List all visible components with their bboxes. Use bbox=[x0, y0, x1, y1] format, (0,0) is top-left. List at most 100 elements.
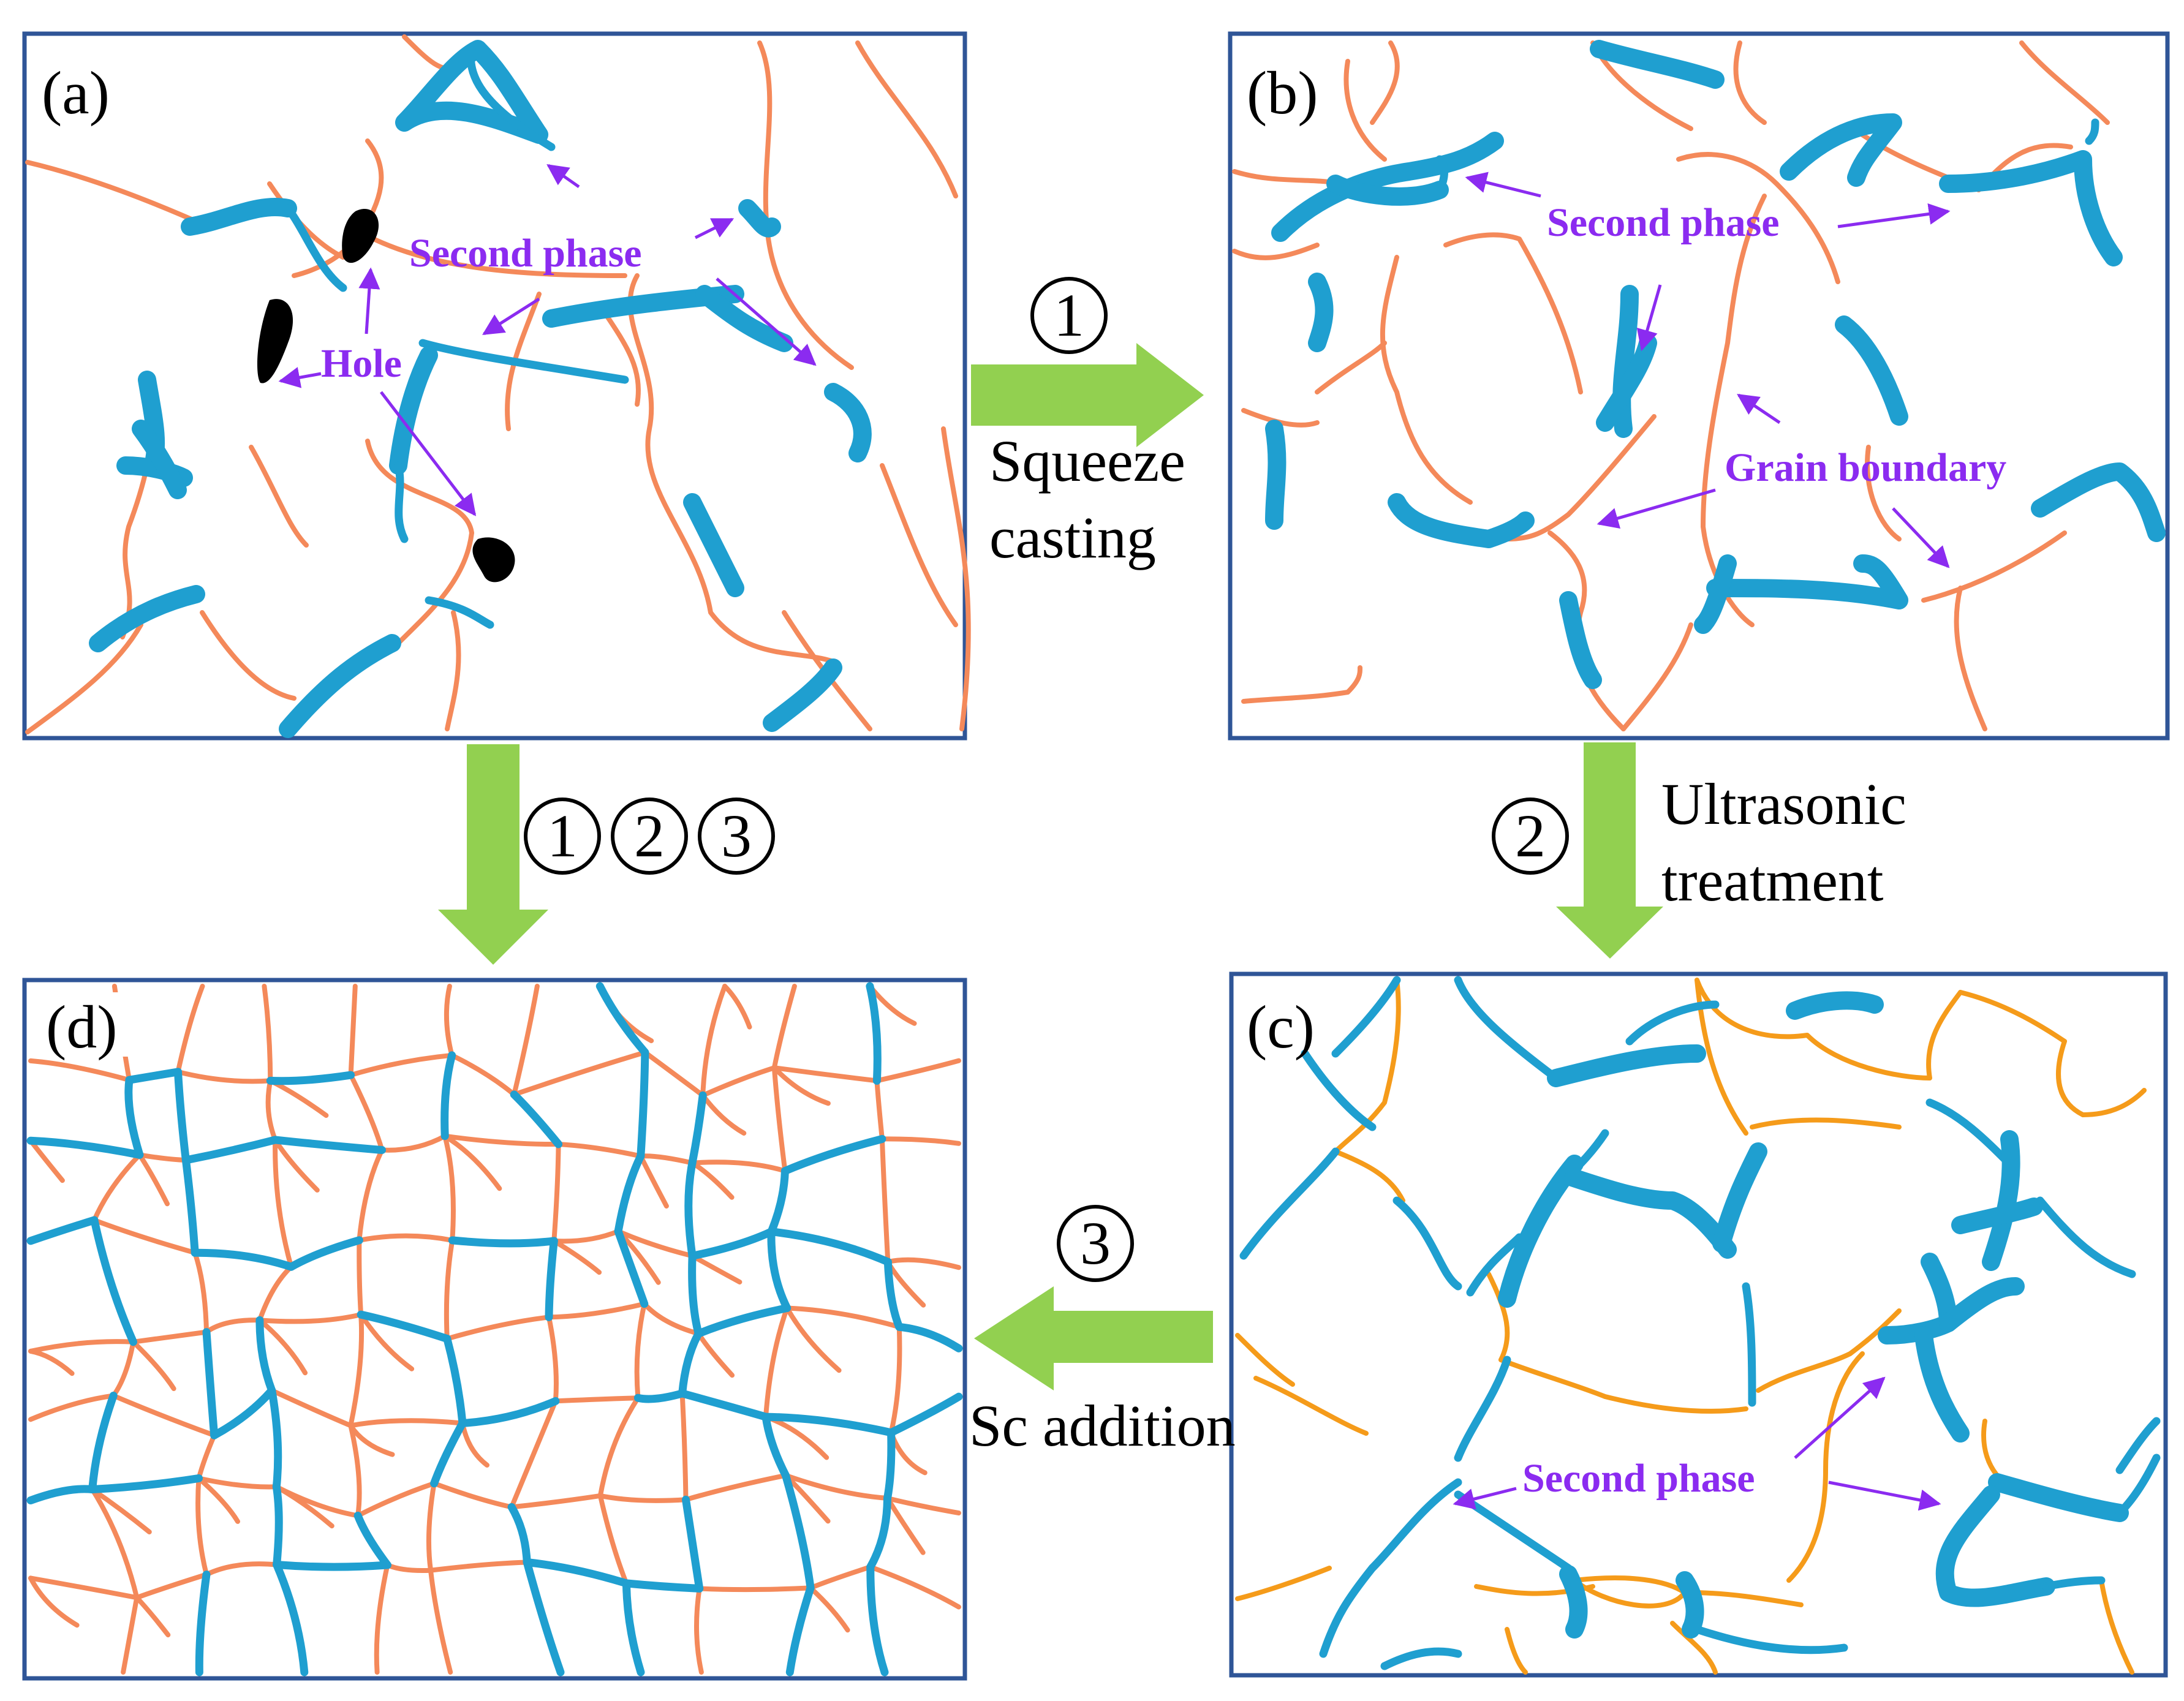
combined-step3-circle bbox=[698, 798, 775, 875]
combined-step1-circle bbox=[524, 798, 601, 875]
pointer-arrow bbox=[1837, 203, 1951, 228]
process-arrow-down bbox=[438, 744, 548, 965]
process-arrow-down bbox=[1556, 742, 1663, 959]
hole-label: Hole bbox=[321, 341, 402, 386]
second-phase-segment bbox=[688, 1251, 703, 1338]
second-phase-segment bbox=[767, 1228, 792, 1312]
second-phase-segment bbox=[353, 1511, 391, 1569]
process-arrow-right bbox=[971, 343, 1204, 447]
grain-boundary-segment bbox=[867, 1564, 961, 1610]
pointer-arrow bbox=[694, 217, 735, 239]
grain-boundary-segment bbox=[763, 1305, 790, 1420]
second-phase-label-a: Second phase bbox=[409, 231, 642, 276]
pointer-arrow bbox=[1453, 1487, 1517, 1510]
grain-boundary-segment bbox=[195, 1476, 209, 1577]
hole-blob bbox=[257, 299, 293, 383]
grain-boundary-segment bbox=[273, 1137, 294, 1270]
grain-boundary-segment bbox=[28, 1575, 80, 1628]
second-phase-segment bbox=[678, 1329, 703, 1398]
second-phase-segment bbox=[622, 1579, 704, 1593]
second-phase-segment bbox=[895, 1322, 963, 1352]
second-phase-segment bbox=[684, 1159, 697, 1260]
second-phase-segment bbox=[507, 1503, 531, 1566]
step2-label-line2: treatment bbox=[1661, 848, 1884, 913]
grain-boundary-segment bbox=[444, 1237, 455, 1341]
panel-a-annotations: Second phase Hole bbox=[278, 164, 817, 516]
hole-blob bbox=[342, 209, 379, 263]
grain-boundary-segment bbox=[358, 1312, 415, 1371]
second-phase-segment bbox=[678, 1389, 770, 1421]
grain-boundary-segment bbox=[348, 1073, 385, 1153]
grain-boundary-segment bbox=[257, 1264, 294, 1323]
step3-number: 3 bbox=[1080, 1209, 1111, 1277]
second-phase-segment bbox=[883, 1258, 904, 1331]
second-phase-segment bbox=[866, 982, 882, 1085]
second-phase-segment bbox=[682, 1495, 704, 1593]
grain-boundary-segment bbox=[556, 1142, 643, 1159]
grain-boundary-segment bbox=[426, 1480, 437, 1573]
grain-boundary-segment bbox=[634, 1301, 647, 1401]
second-phase-segment bbox=[688, 1091, 707, 1167]
second-phase-segment bbox=[125, 1068, 182, 1084]
pointer-arrow bbox=[1828, 1480, 1941, 1511]
grain-boundary-segment bbox=[683, 1473, 788, 1503]
second-phase-segment bbox=[181, 1136, 279, 1164]
grain-boundary-segment bbox=[771, 984, 797, 1071]
grain-boundary-segment bbox=[690, 1253, 742, 1284]
grain-boundary-segment bbox=[700, 984, 728, 1098]
second-phase-segment bbox=[26, 1136, 144, 1159]
panel-a-second-phase bbox=[89, 40, 872, 738]
panel-c-grain-boundaries bbox=[1235, 978, 2147, 1675]
step1-number: 1 bbox=[1054, 281, 1084, 349]
second-phase-label-c: Second phase bbox=[1522, 1456, 1755, 1501]
grain-boundary-segment bbox=[265, 1078, 278, 1142]
grain-boundary-segment bbox=[551, 1229, 621, 1244]
grain-boundary-segment bbox=[269, 1388, 353, 1428]
grain-boundary-segment bbox=[874, 1078, 885, 1142]
grain-boundary-segment bbox=[28, 1348, 75, 1376]
grain-boundary-segment bbox=[888, 1324, 902, 1435]
grain-boundary-segment bbox=[697, 1585, 814, 1593]
second-phase-segment bbox=[272, 1482, 283, 1569]
pointer-arrow bbox=[482, 297, 540, 336]
second-phase-segment bbox=[124, 1076, 144, 1159]
grain-boundary-segment bbox=[262, 984, 273, 1084]
grain-boundary-segment bbox=[700, 1065, 777, 1098]
grain-boundary-segment bbox=[130, 1329, 209, 1345]
grain-boundary-segment bbox=[808, 1585, 850, 1633]
grain-boundary-segment bbox=[509, 1398, 558, 1510]
second-phase-segment bbox=[430, 1419, 467, 1488]
grain-boundary-segment bbox=[348, 1423, 395, 1457]
grain-boundary-segment bbox=[885, 1257, 961, 1270]
panel-c-label: (c) bbox=[1247, 993, 1315, 1061]
grain-boundary-segment bbox=[137, 1152, 170, 1207]
second-phase-segment bbox=[26, 1216, 99, 1245]
grain-boundary-segment bbox=[89, 1487, 152, 1534]
grain-boundary-segment bbox=[444, 1314, 551, 1341]
grain-boundary-segment bbox=[885, 1495, 961, 1516]
second-phase-segment bbox=[614, 1227, 649, 1308]
grain-boundary-segment bbox=[679, 1390, 689, 1503]
grain-boundary-segment bbox=[771, 1065, 788, 1174]
grain-boundary-segment bbox=[357, 1147, 385, 1243]
grain-boundary-segment bbox=[273, 1137, 320, 1193]
second-phase-segment bbox=[785, 1583, 815, 1676]
grain-boundary-segment bbox=[111, 1339, 136, 1398]
grain-boundary-segment bbox=[442, 1133, 456, 1243]
second-phase-segment bbox=[523, 1558, 630, 1588]
grain-boundary-segment bbox=[808, 1564, 873, 1591]
second-phase-segment bbox=[595, 982, 649, 1057]
second-phase-segment bbox=[90, 1216, 137, 1346]
grain-boundary-segment bbox=[192, 1250, 209, 1335]
pointer-arrow bbox=[1596, 488, 1716, 529]
pointer-arrow bbox=[380, 391, 477, 516]
grain-boundary-segment bbox=[694, 1586, 704, 1675]
combined-step2-number: 2 bbox=[634, 802, 665, 870]
second-phase-segment bbox=[866, 1494, 891, 1571]
second-phase-segment bbox=[545, 1237, 558, 1321]
grain-boundary-segment bbox=[134, 1595, 171, 1638]
panel-b-annotations: Second phase Grain boundary bbox=[1465, 172, 2006, 568]
second-phase-segment bbox=[767, 1228, 892, 1266]
grain-boundary-segment bbox=[771, 1065, 831, 1106]
grain-boundary-segment bbox=[879, 1136, 891, 1265]
